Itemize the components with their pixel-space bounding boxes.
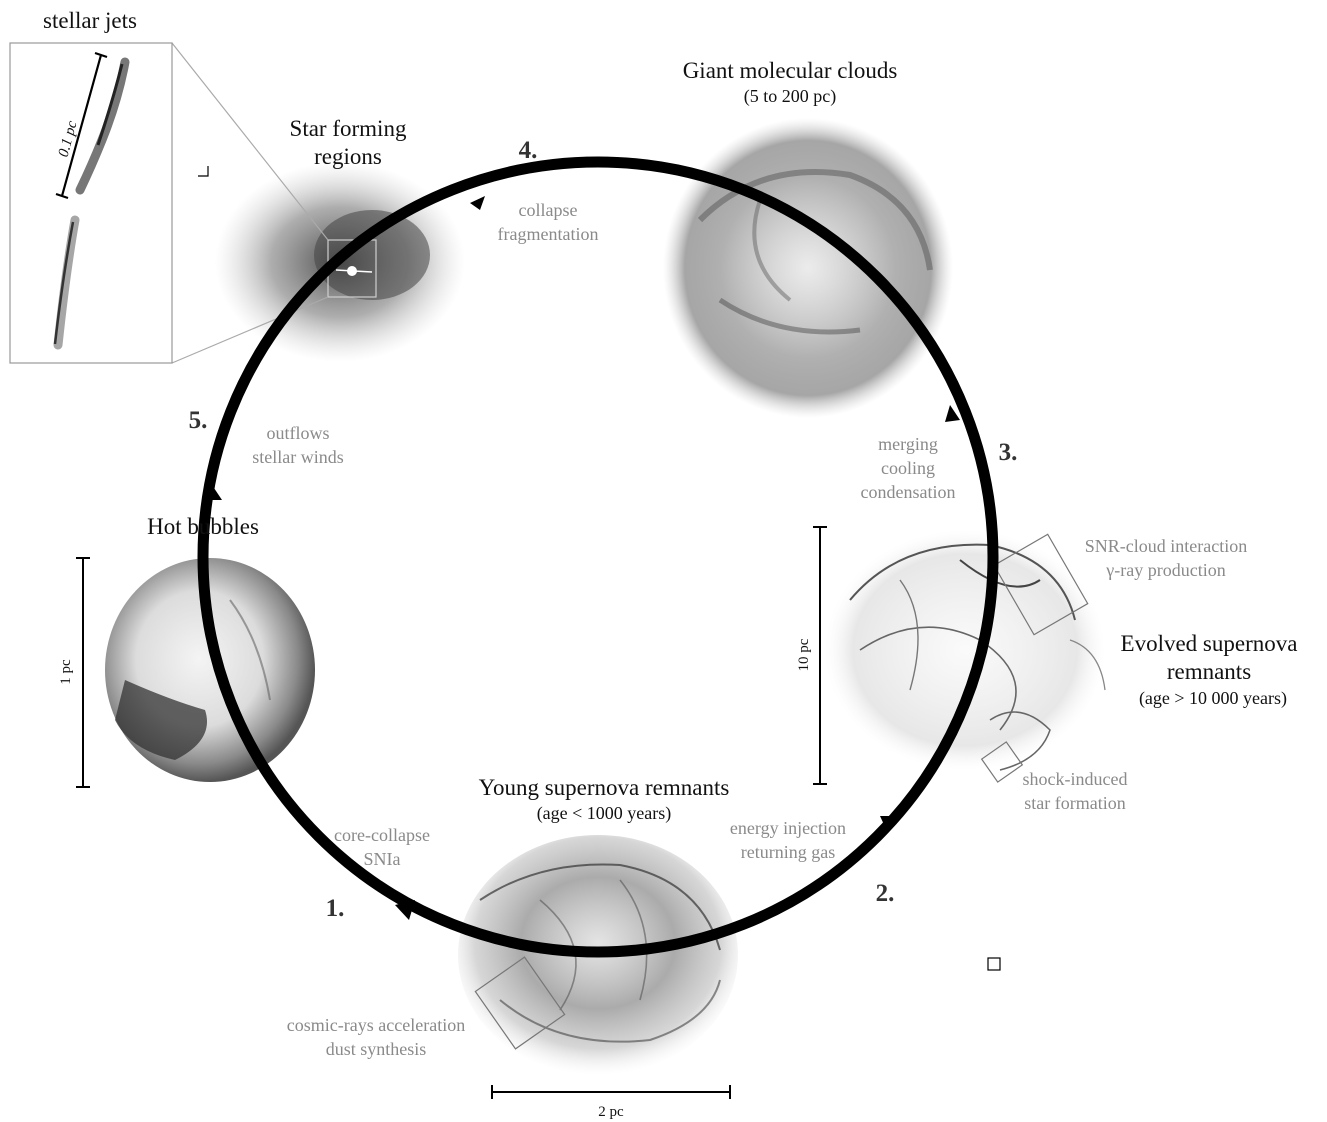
step-5-note-line2: stellar winds <box>252 447 344 467</box>
evolved-snr-scale-bar <box>813 526 827 785</box>
hot-bubbles-scale-bar <box>76 557 90 788</box>
evolved-snr-title-line2: remnants <box>1167 659 1251 684</box>
step-2-number: 2. <box>876 880 895 907</box>
snr-cloud-note-line1: SNR-cloud interaction <box>1085 536 1247 556</box>
arrowhead-5 <box>206 488 222 500</box>
step-2-note-line1: energy injection <box>730 818 846 838</box>
snr-cloud-note-line2: γ-ray production <box>1105 560 1225 580</box>
corner-mark <box>198 166 209 177</box>
step-4-note-line1: collapse <box>519 200 578 220</box>
hot-bubbles-title: Hot bubbles <box>147 514 259 539</box>
step-3-note-line2: cooling <box>881 458 935 478</box>
evolved-snr-scale-label: 10 pc <box>796 638 812 671</box>
stellar-jets-title: stellar jets <box>43 8 137 33</box>
young-snr-title: Young supernova remnants <box>479 775 730 800</box>
step-4-number: 4. <box>519 137 538 164</box>
square-mark <box>987 957 1001 971</box>
cycle-ring <box>197 156 999 958</box>
evolved-snr-title-line1: Evolved supernova <box>1121 631 1298 656</box>
cosmic-rays-box <box>474 956 566 1050</box>
evolved-snr-image <box>825 530 1106 783</box>
shock-induced-note-line1: shock-induced <box>1023 769 1128 789</box>
star-forming-title-line2: regions <box>314 144 382 169</box>
step-1-note-line1: core-collapse <box>334 825 430 845</box>
arrowhead-1 <box>395 900 415 920</box>
arrowhead-4 <box>470 196 485 210</box>
snr-cloud-interaction-box <box>993 533 1089 636</box>
step-5-number: 5. <box>189 407 208 434</box>
giant-clouds-subtitle: (5 to 200 pc) <box>744 86 836 107</box>
arrowhead-2 <box>880 816 895 829</box>
young-snr-scale-label: 2 pc <box>598 1104 624 1120</box>
hot-bubbles-scale-label: 1 pc <box>58 659 74 685</box>
step-4-note-line2: fragmentation <box>498 224 599 244</box>
step-3-note-line3: condensation <box>861 482 956 502</box>
giant-molecular-cloud-image <box>663 118 953 418</box>
giant-clouds-title: Giant molecular clouds <box>683 58 898 83</box>
evolved-snr-subtitle: (age > 10 000 years) <box>1139 688 1287 709</box>
jets-scale-bar <box>60 54 103 197</box>
hot-bubble-image <box>105 558 315 782</box>
cycle-arrowheads <box>206 196 960 920</box>
arrowhead-3 <box>945 405 960 422</box>
shock-induced-note-line2: star formation <box>1024 793 1125 813</box>
step-3-number: 3. <box>999 439 1018 466</box>
cosmic-rays-note-line2: dust synthesis <box>326 1039 427 1059</box>
star-forming-title-line1: Star forming <box>290 116 407 141</box>
step-1-note-line2: SNIa <box>364 849 401 869</box>
step-5-note-line1: outflows <box>267 423 330 443</box>
step-3-note-line1: merging <box>878 434 938 454</box>
young-snr-scale-bar <box>491 1085 731 1099</box>
step-2-note-line2: returning gas <box>741 842 835 862</box>
cosmic-rays-note-line1: cosmic-rays acceleration <box>287 1015 465 1035</box>
step-1-number: 1. <box>326 895 345 922</box>
stellar-jets-inset <box>9 42 329 364</box>
shock-induced-box <box>980 741 1024 783</box>
young-snr-subtitle: (age < 1000 years) <box>537 803 672 824</box>
